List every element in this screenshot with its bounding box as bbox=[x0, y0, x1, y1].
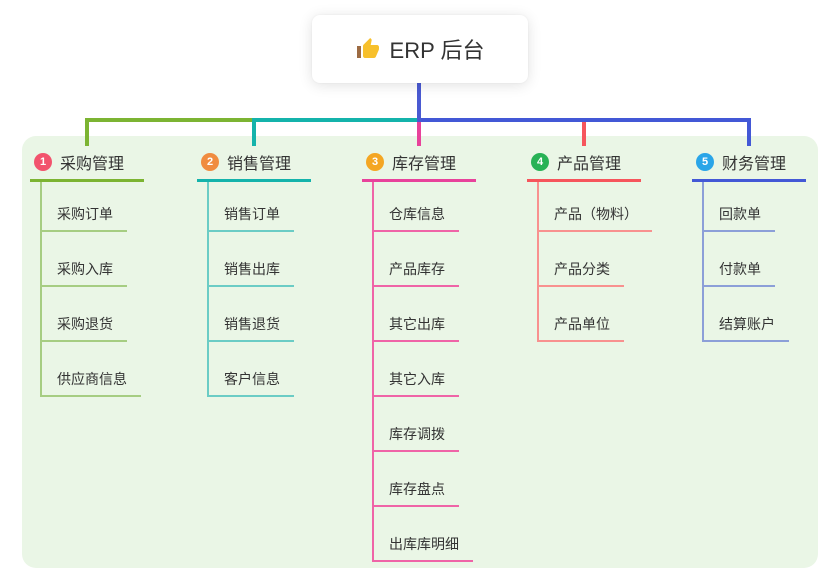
branch-3: 3 库存管理 仓库信息产品库存其它出库其它入库库存调拨库存盘点出库库明细 bbox=[362, 150, 476, 562]
child-node[interactable]: 产品分类 bbox=[539, 232, 624, 287]
branch-number-badge: 3 bbox=[366, 153, 384, 171]
branch-label: 财务管理 bbox=[722, 156, 787, 173]
thumbs-up-icon bbox=[356, 37, 380, 61]
child-node[interactable]: 库存盘点 bbox=[374, 452, 459, 507]
branch-5: 5 财务管理 回款单付款单结算账户 bbox=[692, 150, 806, 342]
child-node[interactable]: 销售退货 bbox=[209, 287, 294, 342]
child-node[interactable]: 其它入库 bbox=[374, 342, 459, 397]
branch-header[interactable]: 3 库存管理 bbox=[362, 150, 476, 182]
child-node[interactable]: 产品（物料） bbox=[539, 182, 652, 232]
branch-header[interactable]: 5 财务管理 bbox=[692, 150, 806, 182]
branch-number-badge: 5 bbox=[696, 153, 714, 171]
branch-number-badge: 1 bbox=[34, 153, 52, 171]
child-node[interactable]: 产品库存 bbox=[374, 232, 459, 287]
branch-children: 采购订单采购入库采购退货供应商信息 bbox=[40, 182, 141, 397]
child-node[interactable]: 客户信息 bbox=[209, 342, 294, 397]
child-node[interactable]: 出库库明细 bbox=[374, 507, 473, 562]
child-node[interactable]: 销售订单 bbox=[209, 182, 294, 232]
branch-2: 2 销售管理 销售订单销售出库销售退货客户信息 bbox=[197, 150, 311, 397]
branch-header[interactable]: 2 销售管理 bbox=[197, 150, 311, 182]
child-node[interactable]: 其它出库 bbox=[374, 287, 459, 342]
child-node[interactable]: 结算账户 bbox=[704, 287, 789, 342]
child-node[interactable]: 回款单 bbox=[704, 182, 775, 232]
child-node[interactable]: 采购入库 bbox=[42, 232, 127, 287]
branch-label: 库存管理 bbox=[392, 156, 457, 173]
branch-1: 1 采购管理 采购订单采购入库采购退货供应商信息 bbox=[30, 150, 144, 397]
branch-header[interactable]: 1 采购管理 bbox=[30, 150, 144, 182]
child-node[interactable]: 供应商信息 bbox=[42, 342, 141, 397]
branch-children: 回款单付款单结算账户 bbox=[702, 182, 789, 342]
child-node[interactable]: 采购退货 bbox=[42, 287, 127, 342]
root-node[interactable]: ERP 后台 bbox=[312, 15, 528, 83]
branch-number-badge: 2 bbox=[201, 153, 219, 171]
child-node[interactable]: 采购订单 bbox=[42, 182, 127, 232]
branch-label: 销售管理 bbox=[227, 156, 292, 173]
root-label: ERP 后台 bbox=[389, 38, 485, 63]
branch-number-badge: 4 bbox=[531, 153, 549, 171]
branch-label: 采购管理 bbox=[60, 156, 125, 173]
branch-4: 4 产品管理 产品（物料）产品分类产品单位 bbox=[527, 150, 652, 342]
branch-children: 销售订单销售出库销售退货客户信息 bbox=[207, 182, 294, 397]
branch-children: 产品（物料）产品分类产品单位 bbox=[537, 182, 652, 342]
branches-panel bbox=[22, 136, 818, 568]
child-node[interactable]: 库存调拨 bbox=[374, 397, 459, 452]
child-node[interactable]: 仓库信息 bbox=[374, 182, 459, 232]
child-node[interactable]: 销售出库 bbox=[209, 232, 294, 287]
branch-label: 产品管理 bbox=[557, 156, 622, 173]
branch-header[interactable]: 4 产品管理 bbox=[527, 150, 641, 182]
branch-children: 仓库信息产品库存其它出库其它入库库存调拨库存盘点出库库明细 bbox=[372, 182, 473, 562]
child-node[interactable]: 产品单位 bbox=[539, 287, 624, 342]
child-node[interactable]: 付款单 bbox=[704, 232, 775, 287]
